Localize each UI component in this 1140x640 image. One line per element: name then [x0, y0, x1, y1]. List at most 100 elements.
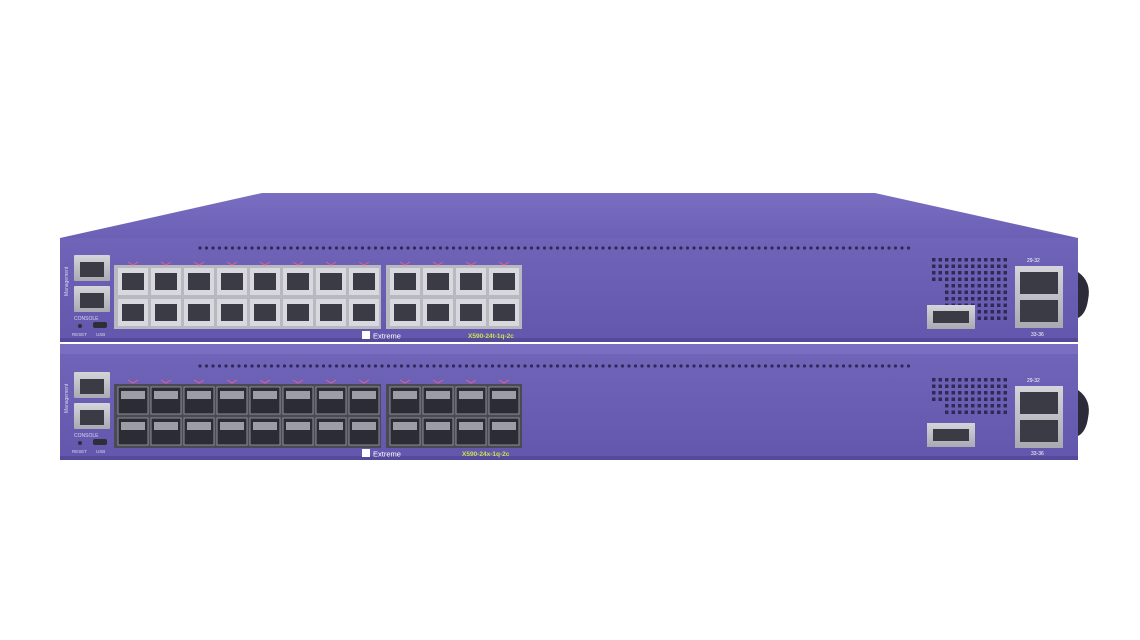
vent-hole	[438, 364, 443, 368]
vent-grid-hole	[1003, 271, 1007, 275]
bottom-switch-mgmt-label: Management	[64, 383, 70, 413]
vent-hole	[568, 364, 573, 368]
vent-hole	[328, 364, 332, 368]
vent-hole	[666, 364, 670, 368]
vent-hole	[432, 246, 436, 250]
vent-hole	[828, 364, 833, 368]
vent-hole	[848, 246, 852, 250]
vent-grid-hole	[977, 284, 981, 288]
bottom-switch-usb-port[interactable]	[93, 439, 107, 445]
vent-hole	[633, 364, 638, 368]
vent-grid-hole	[932, 277, 936, 281]
vent-hole	[698, 364, 703, 368]
vent-grid-hole	[990, 391, 994, 395]
top-switch-qsfp-ports[interactable]	[1015, 266, 1063, 328]
rj45-port-jack	[188, 273, 210, 290]
vent-hole	[341, 246, 345, 250]
top-switch-reset-button[interactable]	[78, 324, 82, 328]
vent-hole	[750, 364, 755, 368]
vent-grid-hole	[932, 264, 936, 268]
port-led-chevron	[432, 379, 444, 384]
vent-hole	[887, 364, 891, 368]
vent-hole	[867, 364, 872, 368]
vent-hole	[217, 246, 222, 250]
vent-hole	[906, 364, 911, 368]
vent-grid-hole	[997, 258, 1001, 262]
vent-hole	[302, 246, 306, 250]
vent-grid-hole	[1003, 284, 1007, 288]
top-switch-vent-row	[198, 246, 911, 250]
vent-grid-hole	[984, 410, 988, 414]
vent-grid-hole	[984, 290, 988, 294]
vent-hole	[692, 364, 696, 368]
vent-hole	[399, 364, 404, 368]
vent-hole	[692, 246, 696, 250]
rj45-port-jack	[254, 304, 276, 321]
vent-grid-hole	[958, 378, 962, 382]
sfp-port-cage	[187, 391, 211, 399]
vent-hole	[406, 246, 410, 250]
vent-grid-hole	[945, 384, 949, 388]
vent-hole	[802, 246, 807, 250]
port-led-chevron	[226, 379, 238, 384]
vent-hole	[685, 246, 690, 250]
sfp-port-cage	[121, 422, 145, 430]
vent-hole	[393, 364, 397, 368]
vent-grid-hole	[945, 410, 949, 414]
rj45-port-jack	[254, 273, 276, 290]
rj45-port-jack	[287, 304, 309, 321]
vent-grid-hole	[997, 297, 1001, 301]
top-switch-brand: Extreme	[373, 332, 401, 341]
bottom-switch-logo-icon	[362, 449, 370, 457]
vent-grid-hole	[951, 271, 955, 275]
top-switch-usb-port[interactable]	[93, 322, 107, 328]
vent-grid-hole	[964, 391, 968, 395]
vent-grid-hole	[951, 397, 955, 401]
vent-grid-hole	[964, 297, 968, 301]
vent-grid-hole	[958, 404, 962, 408]
vent-hole	[763, 364, 768, 368]
vent-hole	[581, 246, 586, 250]
bottom-switch: Management CONSOLE RESET USB Extreme X59…	[60, 344, 1089, 460]
vent-hole	[737, 246, 742, 250]
vent-grid-hole	[971, 410, 975, 414]
vent-hole	[347, 246, 352, 250]
vent-hole	[523, 364, 527, 368]
bottom-switch-sfp-ports	[117, 379, 520, 446]
vent-grid-hole	[977, 264, 981, 268]
vent-hole	[789, 364, 794, 368]
vent-hole	[373, 246, 378, 250]
vent-grid-hole	[990, 284, 994, 288]
vent-grid-hole	[977, 290, 981, 294]
port-led-chevron	[292, 261, 304, 266]
vent-grid-hole	[951, 258, 955, 262]
vent-hole	[783, 364, 787, 368]
vent-hole	[367, 364, 371, 368]
vent-hole	[646, 364, 651, 368]
port-led-chevron	[432, 261, 444, 266]
bottom-switch-reset-label: RESET	[72, 449, 87, 454]
vent-grid-hole	[938, 271, 942, 275]
vent-grid-hole	[971, 378, 975, 382]
bottom-switch-qsfp-ports[interactable]	[1015, 386, 1063, 448]
bottom-switch-reset-button[interactable]	[78, 441, 82, 445]
vent-grid-hole	[938, 384, 942, 388]
vent-hole	[360, 246, 365, 250]
rj45-port-jack	[394, 273, 416, 290]
vent-hole	[789, 246, 794, 250]
vent-hole	[328, 246, 332, 250]
vent-hole	[458, 246, 462, 250]
port-led-chevron	[358, 261, 370, 266]
vent-grid-hole	[951, 284, 955, 288]
sfp-port-cage	[426, 391, 450, 399]
vent-hole	[445, 364, 449, 368]
vent-hole	[471, 246, 475, 250]
vent-hole	[744, 364, 748, 368]
vent-grid-hole	[958, 290, 962, 294]
vent-hole	[607, 246, 612, 250]
bottom-switch-mgmt-ports	[74, 372, 110, 429]
vent-hole	[308, 364, 313, 368]
vent-grid-hole	[1003, 297, 1007, 301]
vent-grid-hole	[945, 397, 949, 401]
vent-grid-hole	[958, 258, 962, 262]
